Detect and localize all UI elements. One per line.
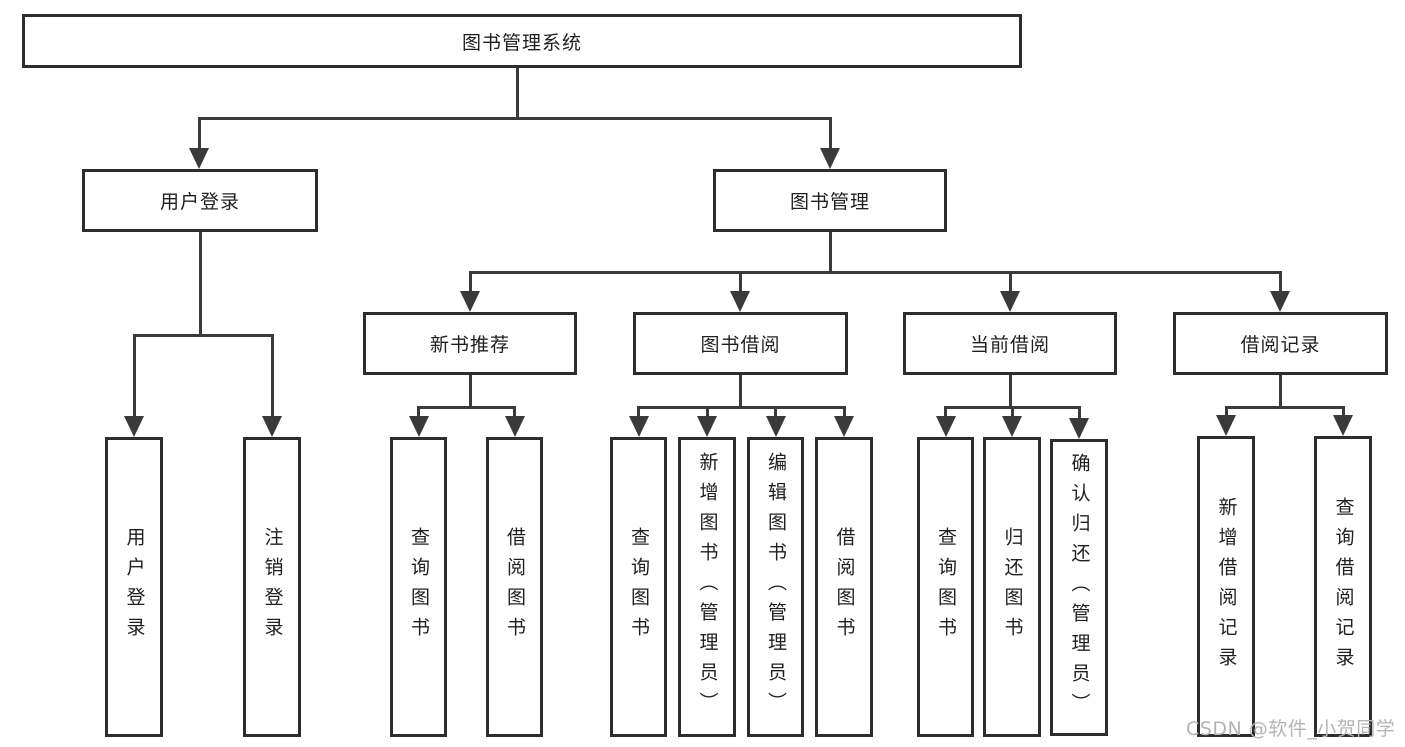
connector-vline [1278,271,1282,293]
connector-vline [842,406,846,418]
arrowhead-down-icon [1216,415,1236,436]
connector-vline [468,271,472,293]
leaf-query-books-borrow: 查询图书 [610,437,667,737]
leaf-query-borrow-record: 查询借阅记录 [1314,436,1372,737]
arrowhead-down-icon [1000,291,1020,312]
arrowhead-down-icon [124,416,144,437]
node-user-login: 用户登录 [82,169,318,232]
connector-vline [1008,375,1012,408]
connector-vline [132,334,136,418]
connector-vline [828,117,832,150]
connector-vline [1278,375,1282,408]
connector-hline [637,406,846,409]
connector-vline [417,406,420,418]
connector-vline [197,117,201,150]
arrowhead-down-icon [262,416,282,437]
connector-vline [515,68,519,120]
arrowhead-down-icon [1002,416,1022,437]
csdn-watermark: CSDN @软件_小贺同学 [1186,718,1396,740]
connector-vline [738,271,742,293]
leaf-edit-books-admin: 编辑图书（管理员） [747,437,804,737]
leaf-query-books-recommend: 查询图书 [390,437,447,737]
leaf-return-books: 归还图书 [983,437,1041,737]
connector-vline [944,406,947,418]
node-book-borrow: 图书借阅 [633,312,848,375]
leaf-confirm-return-admin: 确认归还（管理员） [1050,439,1108,736]
connector-vline [738,375,742,408]
node-book-management: 图书管理 [713,169,947,232]
node-current-borrow: 当前借阅 [903,312,1117,375]
leaf-query-books-current: 查询图书 [917,437,974,737]
arrowhead-down-icon [935,416,956,437]
connector-vline [828,232,832,274]
connector-vline [705,406,709,418]
connector-vline [513,406,516,418]
connector-vline [198,232,202,336]
arrowhead-down-icon [697,416,717,437]
leaf-borrow-books-recommend: 借阅图书 [486,437,543,737]
arrowhead-down-icon [408,416,429,437]
leaf-borrow-books: 借阅图书 [815,437,873,737]
arrowhead-down-icon [628,416,649,437]
connector-hline [132,334,274,337]
leaf-logout: 注销登录 [243,437,301,737]
connector-vline [1341,406,1345,417]
node-new-book-recommend: 新书推荐 [363,312,577,375]
arrowhead-down-icon [765,416,786,437]
node-borrow-records: 借阅记录 [1173,312,1388,375]
connector-vline [1077,406,1081,420]
node-library-management-system: 图书管理系统 [22,14,1022,68]
arrowhead-down-icon [460,291,480,312]
arrowhead-down-icon [820,148,840,169]
connector-hline [417,406,516,409]
connector-vline [774,406,777,418]
leaf-add-borrow-record: 新增借阅记录 [1197,436,1255,737]
arrowhead-down-icon [1270,291,1290,312]
arrowhead-down-icon [1333,415,1353,436]
connector-vline [1224,406,1228,417]
connector-hline [468,271,1282,274]
connector-vline [468,375,472,408]
arrowhead-down-icon [730,291,750,312]
arrowhead-down-icon [1069,418,1089,439]
connector-vline [1008,271,1012,293]
leaf-add-books-admin: 新增图书（管理员） [678,437,736,737]
connector-hline [1224,406,1345,409]
arrowhead-down-icon [504,416,525,437]
connector-vline [270,334,274,418]
connector-vline [637,406,640,418]
connector-hline [197,117,832,120]
arrowhead-down-icon [834,416,854,437]
leaf-user-login: 用户登录 [105,437,163,737]
connector-vline [1010,406,1014,418]
arrowhead-down-icon [189,148,209,169]
